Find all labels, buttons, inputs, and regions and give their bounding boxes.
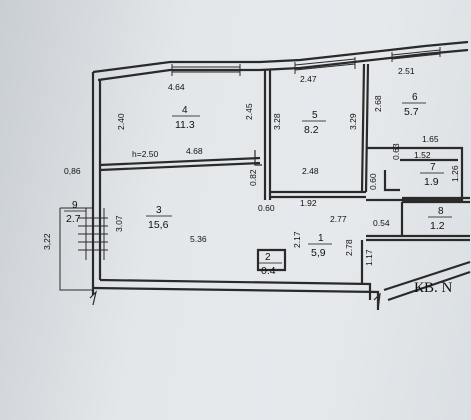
dim-054: 0.54 xyxy=(373,218,390,228)
dim-328: 3.28 xyxy=(272,113,282,130)
svg-text:1.2: 1.2 xyxy=(430,220,445,232)
dim-277: 2.77 xyxy=(330,214,347,224)
dim-268: 2.68 xyxy=(373,95,383,112)
svg-text:3: 3 xyxy=(156,205,162,216)
room-5: 5 8.2 xyxy=(302,110,326,136)
svg-text:9: 9 xyxy=(72,200,78,211)
room-1: 1 5,9 xyxy=(308,233,332,259)
room-9: 9 2.7 xyxy=(64,200,86,225)
dim-248: 2.48 xyxy=(302,166,319,176)
room-3: 3 15,6 xyxy=(146,205,172,231)
svg-text:1: 1 xyxy=(318,233,324,244)
svg-text:2: 2 xyxy=(265,252,271,263)
dim-329: 3.29 xyxy=(348,113,358,130)
dim-082: 0.82 xyxy=(248,169,258,186)
svg-text:5: 5 xyxy=(312,110,318,121)
dim-245: 2.45 xyxy=(244,103,254,120)
dim-117: 1.17 xyxy=(364,249,374,266)
apartment-caption: КВ. N xyxy=(414,280,453,296)
dim-h250: h=2.50 xyxy=(132,149,159,159)
dim-240: 2.40 xyxy=(116,113,126,130)
windows xyxy=(171,47,441,76)
interior-walls xyxy=(99,63,470,284)
svg-text:5,9: 5,9 xyxy=(311,247,326,259)
dim-536: 5.36 xyxy=(190,234,207,244)
dim-468: 4.68 xyxy=(186,146,203,156)
svg-text:7: 7 xyxy=(430,162,436,173)
room-4: 4 11.3 xyxy=(172,105,200,131)
svg-text:8: 8 xyxy=(438,206,444,217)
dim-464: 4.64 xyxy=(168,82,185,92)
room-7: 7 1.9 xyxy=(420,162,444,188)
dim-060a: 0.60 xyxy=(368,173,378,190)
svg-text:0.4: 0.4 xyxy=(261,265,276,277)
dim-192: 1.92 xyxy=(300,198,317,208)
room-6: 6 5.7 xyxy=(402,92,426,118)
room-8: 8 1.2 xyxy=(428,206,452,232)
svg-text:1.9: 1.9 xyxy=(424,176,439,188)
svg-text:2.7: 2.7 xyxy=(66,213,81,225)
svg-text:4: 4 xyxy=(182,105,188,116)
entry-stair xyxy=(59,207,108,291)
dim-126: 1.26 xyxy=(450,165,460,182)
room-2: 2 0.4 xyxy=(259,252,282,277)
svg-text:6: 6 xyxy=(412,92,418,103)
svg-text:8.2: 8.2 xyxy=(304,124,319,136)
dim-322: 3,22 xyxy=(42,233,52,250)
dim-217: 2.17 xyxy=(292,231,302,248)
dim-086: 0,86 xyxy=(64,166,81,176)
outer-walls xyxy=(89,40,471,311)
svg-text:15,6: 15,6 xyxy=(148,219,169,231)
dim-152: 1.52 xyxy=(414,150,431,160)
dim-247: 2.47 xyxy=(300,74,317,84)
dim-060b: 0.60 xyxy=(258,203,275,213)
svg-text:11.3: 11.3 xyxy=(175,119,195,131)
dim-251: 2.51 xyxy=(398,66,415,76)
svg-text:5.7: 5.7 xyxy=(404,106,419,118)
dim-165: 1.65 xyxy=(422,134,439,144)
dim-063: 0.63 xyxy=(391,143,401,160)
dim-307: 3.07 xyxy=(114,215,124,232)
dim-278: 2.78 xyxy=(344,239,354,256)
